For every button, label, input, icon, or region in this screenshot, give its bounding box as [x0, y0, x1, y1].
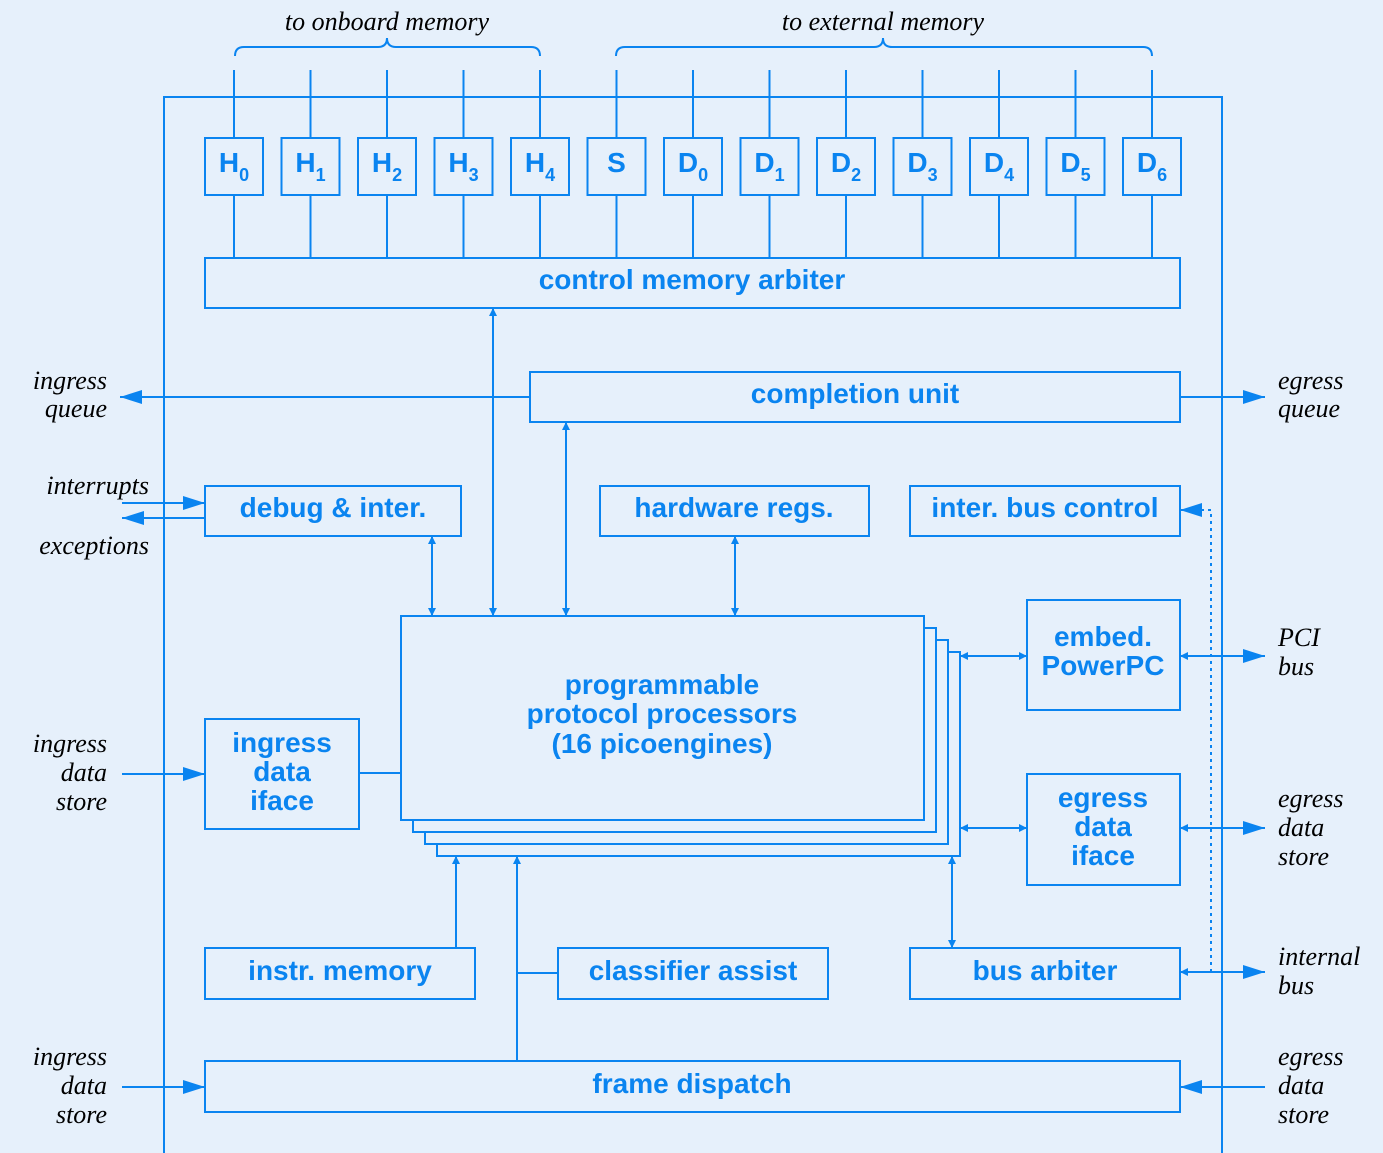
egress-data-iface-line3: iface [1071, 840, 1135, 871]
memory-bank-box [433, 137, 494, 196]
processors-label-line2: protocol processors [527, 698, 798, 729]
ingress-queue-label-1: ingress [33, 366, 107, 395]
ingress-data-iface-line2: data [253, 756, 311, 787]
ingress-data-iface-line3: iface [250, 785, 314, 816]
memory-bank-label: H0 [219, 147, 249, 185]
inter-bus-control-label: inter. bus control [931, 492, 1158, 523]
memory-bank-label: D0 [678, 147, 708, 185]
pci-bus-label-2: bus [1278, 652, 1314, 681]
memory-bank-box [892, 137, 953, 196]
processors-label-line1: programmable [565, 669, 760, 700]
internal-bus-label-2: bus [1278, 971, 1314, 1000]
memory-bank-box [739, 137, 800, 196]
egress-data-store-bottom-label-2: data [1278, 1071, 1324, 1100]
egress-data-store-mid-label-3: store [1278, 842, 1329, 871]
memory-bank-box [663, 137, 723, 196]
memory-bank-label: H1 [295, 147, 325, 185]
onboard-memory-label: to onboard memory [285, 7, 490, 36]
egress-data-iface-line2: data [1074, 811, 1132, 842]
debug-inter-label: debug & inter. [240, 492, 427, 523]
memory-bank-label: D6 [1137, 147, 1167, 185]
memory-bank-label: D5 [1060, 147, 1090, 185]
external-brace [615, 37, 1153, 57]
ingress-data-store-mid-label-3: store [56, 787, 107, 816]
egress-queue-label-1: egress [1278, 366, 1343, 395]
memory-bank-label: D3 [907, 147, 937, 185]
debug-inter-box [204, 485, 462, 537]
external-memory-label: to external memory [782, 7, 985, 36]
ingress-data-store-bottom-label-1: ingress [33, 1042, 107, 1071]
pci-bus-label-1: PCI [1277, 623, 1321, 652]
memory-bank-box [969, 137, 1029, 196]
processors-label-line3: (16 picoengines) [552, 728, 773, 759]
interrupts-label: interrupts [46, 471, 149, 500]
ingress-data-iface-line1: ingress [232, 727, 332, 758]
memory-bank-label: S [607, 147, 626, 178]
control-memory-arbiter-box [204, 257, 1181, 309]
egress-queue-label-2: queue [1278, 394, 1340, 423]
onboard-brace [234, 37, 541, 57]
memory-bank-box [1045, 137, 1106, 196]
memory-bank-label: D4 [984, 147, 1014, 185]
egress-data-store-mid-label-1: egress [1278, 784, 1343, 813]
completion-unit-label: completion unit [751, 378, 959, 409]
embed-powerpc-label-line1: embed. [1054, 621, 1152, 652]
egress-data-iface-line1: egress [1058, 782, 1148, 813]
instr-memory-label: instr. memory [248, 955, 432, 986]
bus-arbiter-label: bus arbiter [973, 955, 1118, 986]
memory-bank-label: D2 [831, 147, 861, 185]
embed-powerpc-label-line2: PowerPC [1042, 650, 1165, 681]
egress-data-store-bottom-label-3: store [1278, 1100, 1329, 1129]
exceptions-label: exceptions [39, 531, 149, 560]
control-memory-arbiter-label: control memory arbiter [539, 264, 846, 295]
memory-bank-box [1122, 137, 1182, 196]
egress-data-store-mid-label-2: data [1278, 813, 1324, 842]
hardware-regs-label: hardware regs. [634, 492, 833, 523]
processors-box [400, 615, 925, 821]
internal-bus-dotted-link [1180, 503, 1212, 972]
ingress-data-store-mid-label-2: data [61, 758, 107, 787]
memory-bank-label: H2 [372, 147, 402, 185]
ingress-data-store-mid-label-1: ingress [33, 729, 107, 758]
memory-bank-box [280, 137, 341, 196]
ingress-queue-label-2: queue [45, 394, 107, 423]
frame-dispatch-label: frame dispatch [592, 1068, 791, 1099]
memory-banks: H0 H1 H2 H3 H4 S D0 D1 D2 D3 D4 D5 D6 [204, 137, 1182, 196]
memory-bank-label: H4 [525, 147, 555, 185]
classifier-assist-label: classifier assist [589, 955, 798, 986]
memory-bank-box [816, 137, 876, 196]
memory-bank-box [357, 137, 417, 196]
instr-memory-box [204, 947, 476, 1000]
memory-bank-box [510, 137, 570, 196]
memory-bank-box [204, 137, 264, 196]
egress-data-store-bottom-label-1: egress [1278, 1042, 1343, 1071]
memory-bank-label: D1 [754, 147, 784, 185]
memory-bank-label: H3 [448, 147, 478, 185]
memory-bank-box [586, 137, 647, 196]
ingress-data-store-bottom-label-2: data [61, 1071, 107, 1100]
ingress-data-store-bottom-label-3: store [56, 1100, 107, 1129]
internal-bus-label-1: internal [1278, 942, 1360, 971]
